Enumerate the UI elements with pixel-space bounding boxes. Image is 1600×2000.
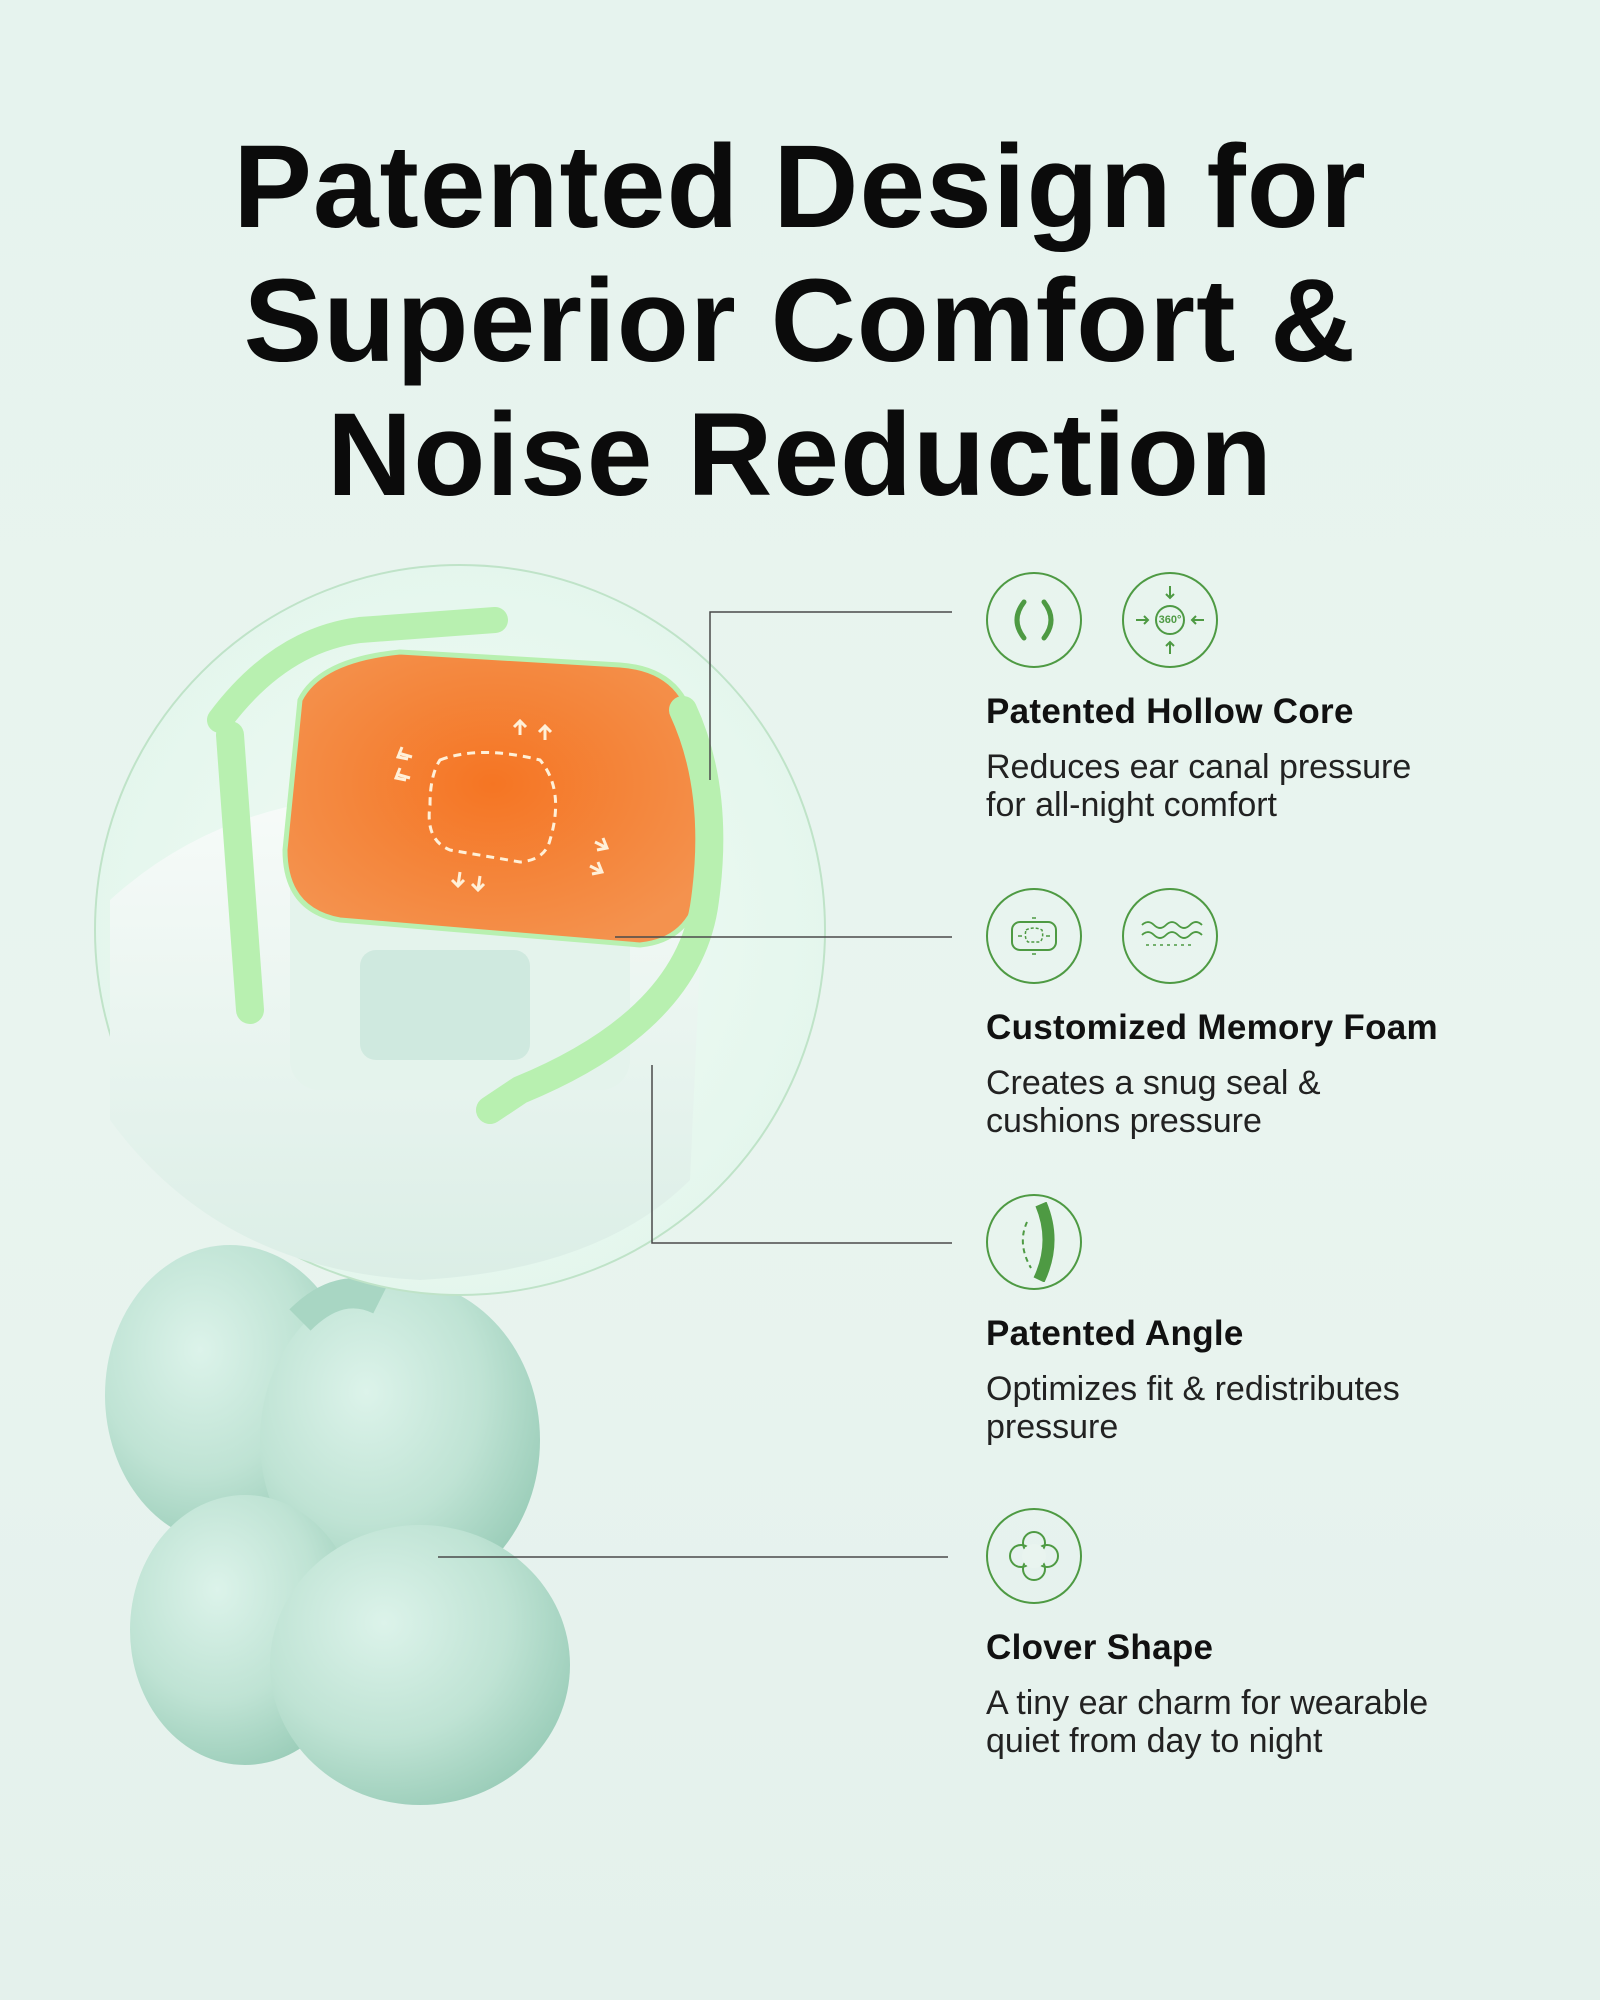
feature-description: Reduces ear canal pressure for all-night… <box>986 748 1566 824</box>
sound-wave-icon <box>1122 888 1218 984</box>
feature-description: Optimizes fit & redistributes pressure <box>986 1370 1566 1446</box>
feature-title: Patented Angle <box>986 1314 1244 1353</box>
feature-desc-line: for all-night comfort <box>986 786 1277 824</box>
feature-desc-line: quiet from day to night <box>986 1722 1323 1760</box>
rotate-360-label: 360° <box>1158 614 1182 626</box>
feature-clover-shape: Clover Shape A tiny ear charm for wearab… <box>986 1508 1566 1760</box>
feature-desc-line: Reduces ear canal pressure <box>986 748 1412 786</box>
feature-description: Creates a snug seal & cushions pressure <box>986 1064 1566 1140</box>
rotate-360-icon: 360° <box>1122 572 1218 668</box>
title-line-1: Patented Design for <box>233 121 1367 253</box>
feature-desc-line: pressure <box>986 1408 1119 1446</box>
feature-patented-angle: Patented Angle Optimizes fit & redistrib… <box>986 1194 1566 1446</box>
feature-desc-line: cushions pressure <box>986 1102 1262 1140</box>
feature-desc-line: Creates a snug seal & <box>986 1064 1321 1102</box>
leader-lines <box>438 611 952 1558</box>
foam-pad-icon <box>986 888 1082 984</box>
feature-title: Patented Hollow Core <box>986 692 1354 731</box>
feature-title: Customized Memory Foam <box>986 1008 1438 1047</box>
clover-icon <box>986 1508 1082 1604</box>
title-line-2: Superior Comfort & <box>243 255 1357 387</box>
feature-title: Clover Shape <box>986 1628 1214 1667</box>
feature-hollow-core: 360° Patented Hollow Core Reduces ear ca… <box>986 572 1566 824</box>
feature-desc-line: Optimizes fit & redistributes <box>986 1370 1400 1408</box>
feature-desc-line: A tiny ear charm for wearable <box>986 1684 1429 1722</box>
hollow-core-icon <box>986 572 1082 668</box>
page-title: Patented Design for Superior Comfort & N… <box>0 120 1600 522</box>
feature-memory-foam: Customized Memory Foam Creates a snug se… <box>986 888 1566 1140</box>
clover-body <box>105 1245 570 1805</box>
title-line-3: Noise Reduction <box>327 389 1273 521</box>
angle-icon <box>986 1194 1082 1290</box>
zoom-circle <box>94 564 826 1296</box>
feature-description: A tiny ear charm for wearable quiet from… <box>986 1684 1566 1760</box>
